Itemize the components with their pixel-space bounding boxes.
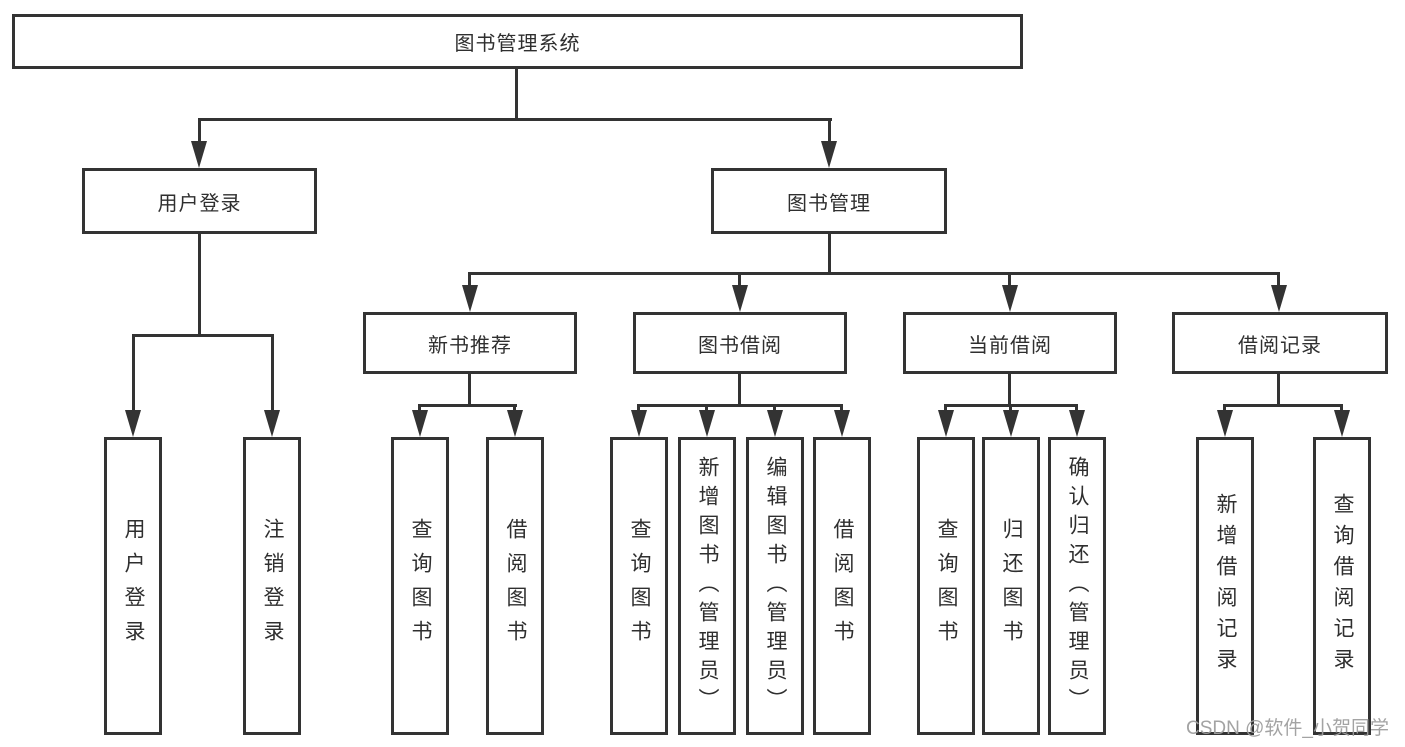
connector-line [828, 118, 831, 144]
node-edit-books-admin: 编辑图书（管理员） [746, 437, 804, 735]
node-user-login-leaf: 用户登录 [104, 437, 162, 735]
arrowhead [191, 141, 207, 168]
node-label: 注销登录 [261, 518, 284, 654]
connector-line [468, 374, 471, 404]
connector-line [1340, 404, 1343, 412]
node-logout: 注销登录 [243, 437, 301, 735]
node-return-books: 归还图书 [982, 437, 1040, 735]
connector-line [132, 334, 274, 337]
arrowhead [1069, 410, 1085, 437]
csdn-watermark: CSDN @软件_小贺同学 [1186, 718, 1389, 739]
connector-line [1277, 272, 1280, 287]
node-library-management-system: 图书管理系统 [12, 14, 1023, 69]
node-label: 查询图书 [409, 518, 432, 654]
node-label: 借阅图书 [831, 518, 854, 654]
connector-line [738, 272, 741, 287]
connector-line [198, 234, 201, 334]
node-label: 新书推荐 [428, 334, 512, 357]
connector-line [198, 118, 201, 144]
connector-line [468, 272, 471, 287]
node-borrowing-records: 借阅记录 [1172, 312, 1388, 374]
node-add-borrow-record: 新增借阅记录 [1196, 437, 1254, 735]
arrowhead [821, 141, 837, 168]
connector-line [637, 404, 640, 412]
connector-line [738, 374, 741, 404]
node-label: 新增图书（管理员） [696, 455, 719, 717]
node-label: 编辑图书（管理员） [764, 455, 787, 717]
node-book-borrowing: 图书借阅 [633, 312, 847, 374]
node-label: 图书管理系统 [454, 33, 581, 55]
arrowhead [1002, 285, 1018, 312]
connector-line [418, 404, 517, 407]
node-label: 查询图书 [628, 518, 651, 654]
arrowhead [125, 410, 141, 437]
connector-line [418, 404, 421, 412]
connector-line [1008, 272, 1011, 287]
arrowhead [507, 410, 523, 437]
connector-line [132, 334, 135, 413]
connector-line [828, 234, 831, 272]
node-label: 借阅图书 [504, 518, 527, 654]
connector-line [468, 272, 1280, 275]
node-borrow-books-recommend: 借阅图书 [486, 437, 544, 735]
node-label: 借阅记录 [1238, 334, 1322, 357]
connector-line [637, 404, 843, 407]
node-label: 新增借阅记录 [1214, 493, 1237, 679]
arrowhead [462, 285, 478, 312]
node-add-books-admin: 新增图书（管理员） [678, 437, 736, 735]
node-label: 图书管理 [787, 192, 871, 215]
connector-line [944, 404, 947, 412]
arrowhead [834, 410, 850, 437]
node-label: 图书借阅 [698, 334, 782, 357]
connector-line [705, 404, 708, 412]
connector-line [1008, 374, 1011, 404]
node-query-borrow-record: 查询借阅记录 [1313, 437, 1371, 735]
node-book-management: 图书管理 [711, 168, 947, 234]
connector-line [271, 334, 274, 413]
arrowhead [631, 410, 647, 437]
arrowhead [1334, 410, 1350, 437]
connector-line [1223, 404, 1226, 412]
node-label: 确认归还（管理员） [1066, 455, 1089, 717]
connector-line [1075, 404, 1078, 412]
node-label: 用户登录 [157, 192, 242, 215]
node-query-books-borrowing: 查询图书 [610, 437, 668, 735]
node-label: 当前借阅 [968, 334, 1052, 357]
connector-line [773, 404, 776, 412]
connector-line [840, 404, 843, 412]
arrowhead [1271, 285, 1287, 312]
connector-line [198, 118, 832, 121]
connector-line [1277, 374, 1280, 404]
node-confirm-return-admin: 确认归还（管理员） [1048, 437, 1106, 735]
node-user-login: 用户登录 [82, 168, 317, 234]
node-query-books-current: 查询图书 [917, 437, 975, 735]
arrowhead [412, 410, 428, 437]
connector-line [515, 69, 518, 118]
arrowhead [767, 410, 783, 437]
node-query-books-recommend: 查询图书 [391, 437, 449, 735]
arrowhead [699, 410, 715, 437]
node-label: 归还图书 [1000, 518, 1023, 654]
node-borrow-books: 借阅图书 [813, 437, 871, 735]
node-current-borrowing: 当前借阅 [903, 312, 1117, 374]
node-label: 查询图书 [935, 518, 958, 654]
connector-line [513, 404, 516, 412]
arrowhead [1003, 410, 1019, 437]
arrowhead [264, 410, 280, 437]
node-label: 用户登录 [122, 518, 145, 654]
node-new-book-recommend: 新书推荐 [363, 312, 577, 374]
connector-line [1009, 404, 1012, 412]
node-label: 查询借阅记录 [1331, 493, 1354, 679]
arrowhead [1217, 410, 1233, 437]
arrowhead [732, 285, 748, 312]
connector-line [1223, 404, 1343, 407]
arrowhead [938, 410, 954, 437]
